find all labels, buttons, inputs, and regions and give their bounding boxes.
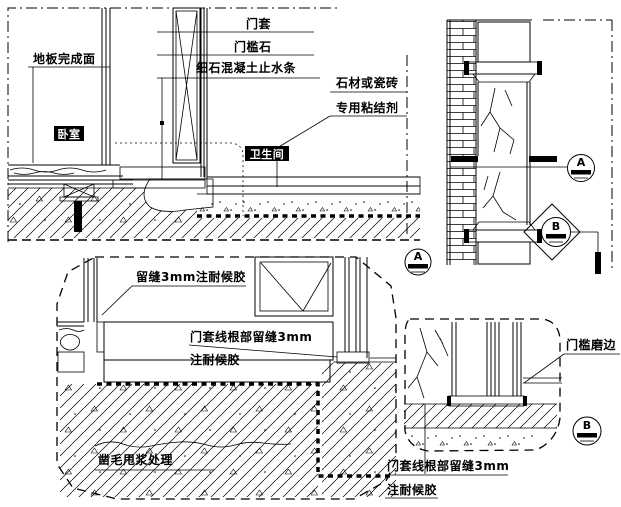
detail-b-marker: B	[572, 416, 602, 446]
marker-a-letter: A	[414, 250, 423, 263]
detail-a: 留缝3mm注耐候胶 门套线根部留缝3mm 注耐候胶 凿毛甩浆处理 A	[56, 248, 432, 500]
wood-grain	[9, 167, 107, 175]
casing-boards-left	[83, 258, 98, 322]
slab-hatch-right	[197, 218, 420, 238]
waterproof-membrane-bold	[97, 382, 394, 478]
jamb-boundary-dashdot	[543, 19, 613, 268]
bed-end-cap	[523, 396, 527, 406]
label-adhesive-1: 石材或瓷砖	[335, 75, 399, 90]
label-threshold-stone: 门槛石	[234, 39, 272, 54]
label-casing-root-sealant-b: 注耐候胶	[387, 482, 437, 497]
label-gap-sealant: 留缝3mm注耐候胶	[136, 269, 246, 284]
stone-cracks	[480, 87, 515, 155]
detail-a-marker: A	[404, 248, 432, 276]
room-tag-bedroom: 卧室	[54, 126, 84, 141]
detail-a-bubble-outline	[56, 256, 397, 500]
jamb-plan-detail: A B	[446, 19, 613, 274]
concrete-speckle-zone	[404, 428, 543, 450]
casing-root-leader	[188, 344, 338, 358]
adhesive-leader	[276, 91, 407, 187]
gap-sealant-leader	[101, 285, 246, 316]
slab-band	[404, 404, 557, 428]
door-leaf-section	[254, 256, 334, 317]
wood-blocking-bottom	[477, 241, 531, 265]
stone-cracks	[482, 171, 517, 221]
anchor-bolt	[74, 201, 82, 232]
plan-section-detail: 门套 门槛石 细石混凝土止水条 地板完成面 石材或瓷砖 专用粘结剂	[7, 7, 421, 242]
stone-panel-top	[477, 82, 531, 225]
masonry-wall	[447, 20, 476, 265]
marker-b-letter: B	[583, 419, 591, 432]
wood-floor-left	[57, 321, 85, 373]
label-adhesive-2: 专用粘结剂	[336, 100, 399, 115]
leader-tick	[160, 121, 164, 125]
screed-zone	[197, 194, 420, 216]
door-leaf-elevation	[172, 7, 201, 164]
roughened-interface	[94, 441, 292, 448]
section-cut-bar	[529, 156, 557, 162]
stone-cracks	[407, 327, 449, 399]
detail-b-bubble-outline	[404, 318, 561, 452]
label-waterstop: 细石混凝土止水条	[196, 60, 297, 75]
marker-b-connector	[571, 231, 599, 252]
stone-panel-bottom	[482, 171, 517, 221]
label-threshold-edge: 门槛磨边	[566, 337, 617, 352]
threshold-stone-band	[119, 166, 206, 180]
section-cut-bar	[451, 156, 478, 162]
slab-left-aggregate	[60, 384, 318, 497]
ground-edge-lines	[523, 377, 562, 384]
threshold-edge-leader	[523, 353, 620, 384]
masonry-edges	[446, 20, 477, 265]
casing-section-lines	[451, 322, 522, 396]
door-casing-lines	[200, 8, 208, 177]
bedroom-label: 卧室	[58, 127, 81, 141]
threshold-adhesive-band	[112, 179, 206, 189]
casing-boards-right	[344, 257, 368, 358]
floor-finish-leader	[28, 66, 110, 163]
slab-right-edges	[333, 357, 396, 363]
label-leaders	[157, 31, 320, 79]
marker-b-cut-bar	[595, 252, 601, 274]
hidden-outline-dotted	[115, 142, 244, 216]
wall-lines	[101, 8, 111, 165]
label-casing-root-sealant: 注耐候胶	[190, 352, 240, 367]
casing-assembly-top	[464, 61, 542, 83]
label-roughening: 凿毛甩浆处理	[98, 452, 173, 467]
bathroom-label: 卫生间	[250, 147, 285, 161]
label-casing-root-gap: 门套线根部留缝3mm	[190, 329, 312, 344]
marker-a-letter: A	[577, 156, 586, 169]
label-casing-root-gap-b: 门套线根部留缝3mm	[387, 458, 509, 473]
boundary-dashdot-left-top	[7, 7, 337, 242]
room-tag-bathroom: 卫生间	[245, 146, 289, 161]
section-marker-a: A	[567, 154, 595, 182]
marker-b-letter: B	[552, 220, 560, 233]
floor-anchor	[59, 183, 99, 232]
label-floor-finish: 地板完成面	[33, 51, 96, 66]
waterstop-curb	[143, 178, 214, 212]
detail-b: 门槛磨边 B 门套线根部留缝3mm 注耐候胶	[385, 318, 620, 499]
label-door-casing: 门套	[246, 16, 272, 31]
